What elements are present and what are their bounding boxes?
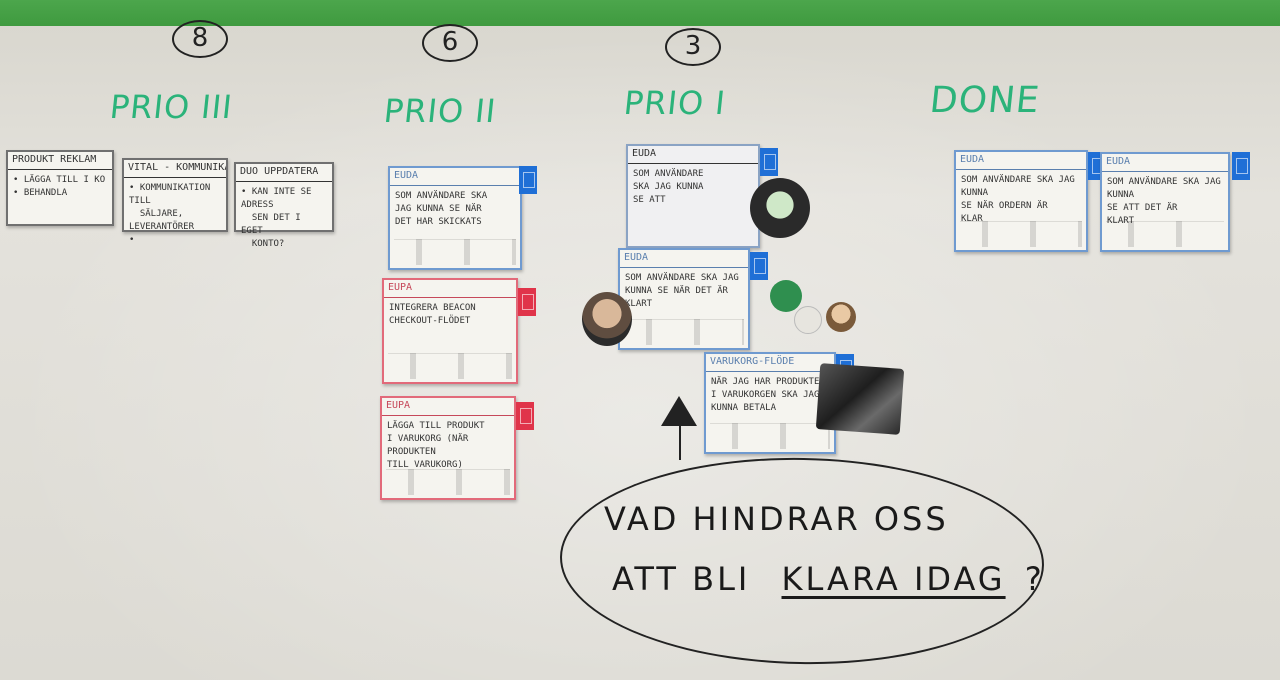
card-estimate-grid: [394, 239, 516, 265]
column-title-prio3: PRIO III: [108, 88, 235, 126]
avatar-magnet[interactable]: [826, 302, 856, 332]
question-emphasis: KLARA IDAG: [781, 560, 1006, 598]
card-done-1[interactable]: EUDA SOM ANVÄNDARE SKA JAG KUNNA SE NÄR …: [954, 150, 1106, 252]
question-line-1: VAD HINDRAR OSS: [604, 500, 949, 538]
avatar-magnet[interactable]: [582, 292, 632, 346]
card-estimate-grid: [960, 221, 1082, 247]
card-header: VITAL - KOMMUNIKATION: [124, 160, 226, 178]
card-header: EUDA: [390, 168, 520, 186]
card-body: SOM ANVÄNDARE SKA JAG KUNNA SE ATT: [633, 169, 704, 205]
column-title-done: DONE: [927, 80, 1042, 121]
question-line-2: ATT BLI KLARA IDAG ?: [612, 560, 1045, 598]
column-title-prio2: PRIO II: [382, 92, 499, 130]
card-owner-tag: [750, 252, 768, 280]
card-header: DUO UPPDATERA: [236, 164, 332, 182]
column-title-prio1: PRIO I: [622, 84, 728, 122]
card-prio2-1[interactable]: EUDA SOM ANVÄNDARE SKA JAG KUNNA SE NÄR …: [388, 166, 537, 270]
card-body: NÄR JAG HAR PRODUKTEN I VARUKORGEN SKA J…: [711, 377, 825, 413]
question-mark: ?: [1024, 560, 1045, 598]
card-owner-tag: [1232, 152, 1250, 180]
card-estimate-grid: [388, 353, 512, 379]
card-header: EUDA: [628, 146, 758, 164]
card-body: SOM ANVÄNDARE SKA JAG KUNNA SE ATT DET Ä…: [1107, 177, 1221, 226]
card-header: EUPA: [384, 280, 516, 298]
card-estimate-grid: [710, 423, 830, 449]
avatar-magnet[interactable]: [794, 306, 822, 334]
wip-limit-prio2: 6: [422, 24, 478, 62]
card-body: INTEGRERA BEACON CHECKOUT-FLÖDET: [389, 303, 476, 326]
card-prio3-1[interactable]: PRODUKT REKLAM • LÄGGA TILL I KO • BEHAN…: [6, 150, 114, 226]
card-header: EUDA: [620, 250, 748, 268]
card-body: SOM ANVÄNDARE SKA JAG KUNNA SE NÄR DET Ä…: [625, 273, 739, 309]
card-prio1-1[interactable]: EUDA SOM ANVÄNDARE SKA JAG KUNNA SE ATT: [626, 144, 778, 248]
card-prio3-3[interactable]: DUO UPPDATERA • KAN INTE SE ADRESS SEN D…: [234, 162, 334, 249]
card-owner-tag: [760, 148, 778, 176]
card-prio1-2[interactable]: EUDA SOM ANVÄNDARE SKA JAG KUNNA SE NÄR …: [618, 248, 768, 350]
board-highlight: [0, 26, 1280, 680]
arrow-line: [679, 424, 681, 460]
card-prio2-2[interactable]: EUPA INTEGRERA BEACON CHECKOUT-FLÖDET: [382, 278, 536, 384]
card-owner-tag: [518, 288, 536, 316]
question-line-2-prefix: ATT BLI: [612, 560, 751, 598]
card-header: EUDA: [1102, 154, 1228, 172]
card-estimate-grid: [1106, 221, 1224, 247]
avatar-magnet[interactable]: [750, 178, 810, 238]
card-body: SOM ANVÄNDARE SKA JAG KUNNA SE NÄR ORDER…: [961, 175, 1075, 224]
card-owner-tag: [519, 166, 537, 194]
avatar-photo[interactable]: [815, 363, 905, 435]
card-done-2[interactable]: EUDA SOM ANVÄNDARE SKA JAG KUNNA SE ATT …: [1100, 152, 1250, 252]
card-owner-tag: [516, 402, 534, 430]
wip-limit-prio3: 8: [172, 20, 228, 58]
card-header: EUPA: [382, 398, 514, 416]
card-body: SOM ANVÄNDARE SKA JAG KUNNA SE NÄR DET H…: [395, 191, 488, 227]
card-header: EUDA: [956, 152, 1086, 170]
card-estimate-grid: [386, 469, 510, 495]
card-prio2-3[interactable]: EUPA LÄGGA TILL PRODUKT I VARUKORG (NÄR …: [380, 396, 534, 500]
card-header: VARUKORG-FLÖDE: [706, 354, 834, 372]
card-prio3-2[interactable]: VITAL - KOMMUNIKATION • KOMMUNIKATION TI…: [122, 158, 228, 245]
card-body: LÄGGA TILL PRODUKT I VARUKORG (NÄR PRODU…: [387, 421, 485, 470]
wip-limit-prio1: 3: [665, 28, 721, 66]
card-body: • KOMMUNIKATION TILL SÄLJARE, LEVERANTÖR…: [129, 183, 211, 245]
card-prio1-3[interactable]: VARUKORG-FLÖDE NÄR JAG HAR PRODUKTEN I V…: [704, 352, 854, 454]
card-body: • KAN INTE SE ADRESS SEN DET I EGET KONT…: [241, 187, 312, 249]
arrow-head-icon: [661, 396, 697, 426]
avatar-magnet[interactable]: [770, 280, 802, 312]
card-header: PRODUKT REKLAM: [8, 152, 112, 170]
card-body: • LÄGGA TILL I KO • BEHANDLA: [13, 175, 106, 198]
card-estimate-grid: [624, 319, 744, 345]
